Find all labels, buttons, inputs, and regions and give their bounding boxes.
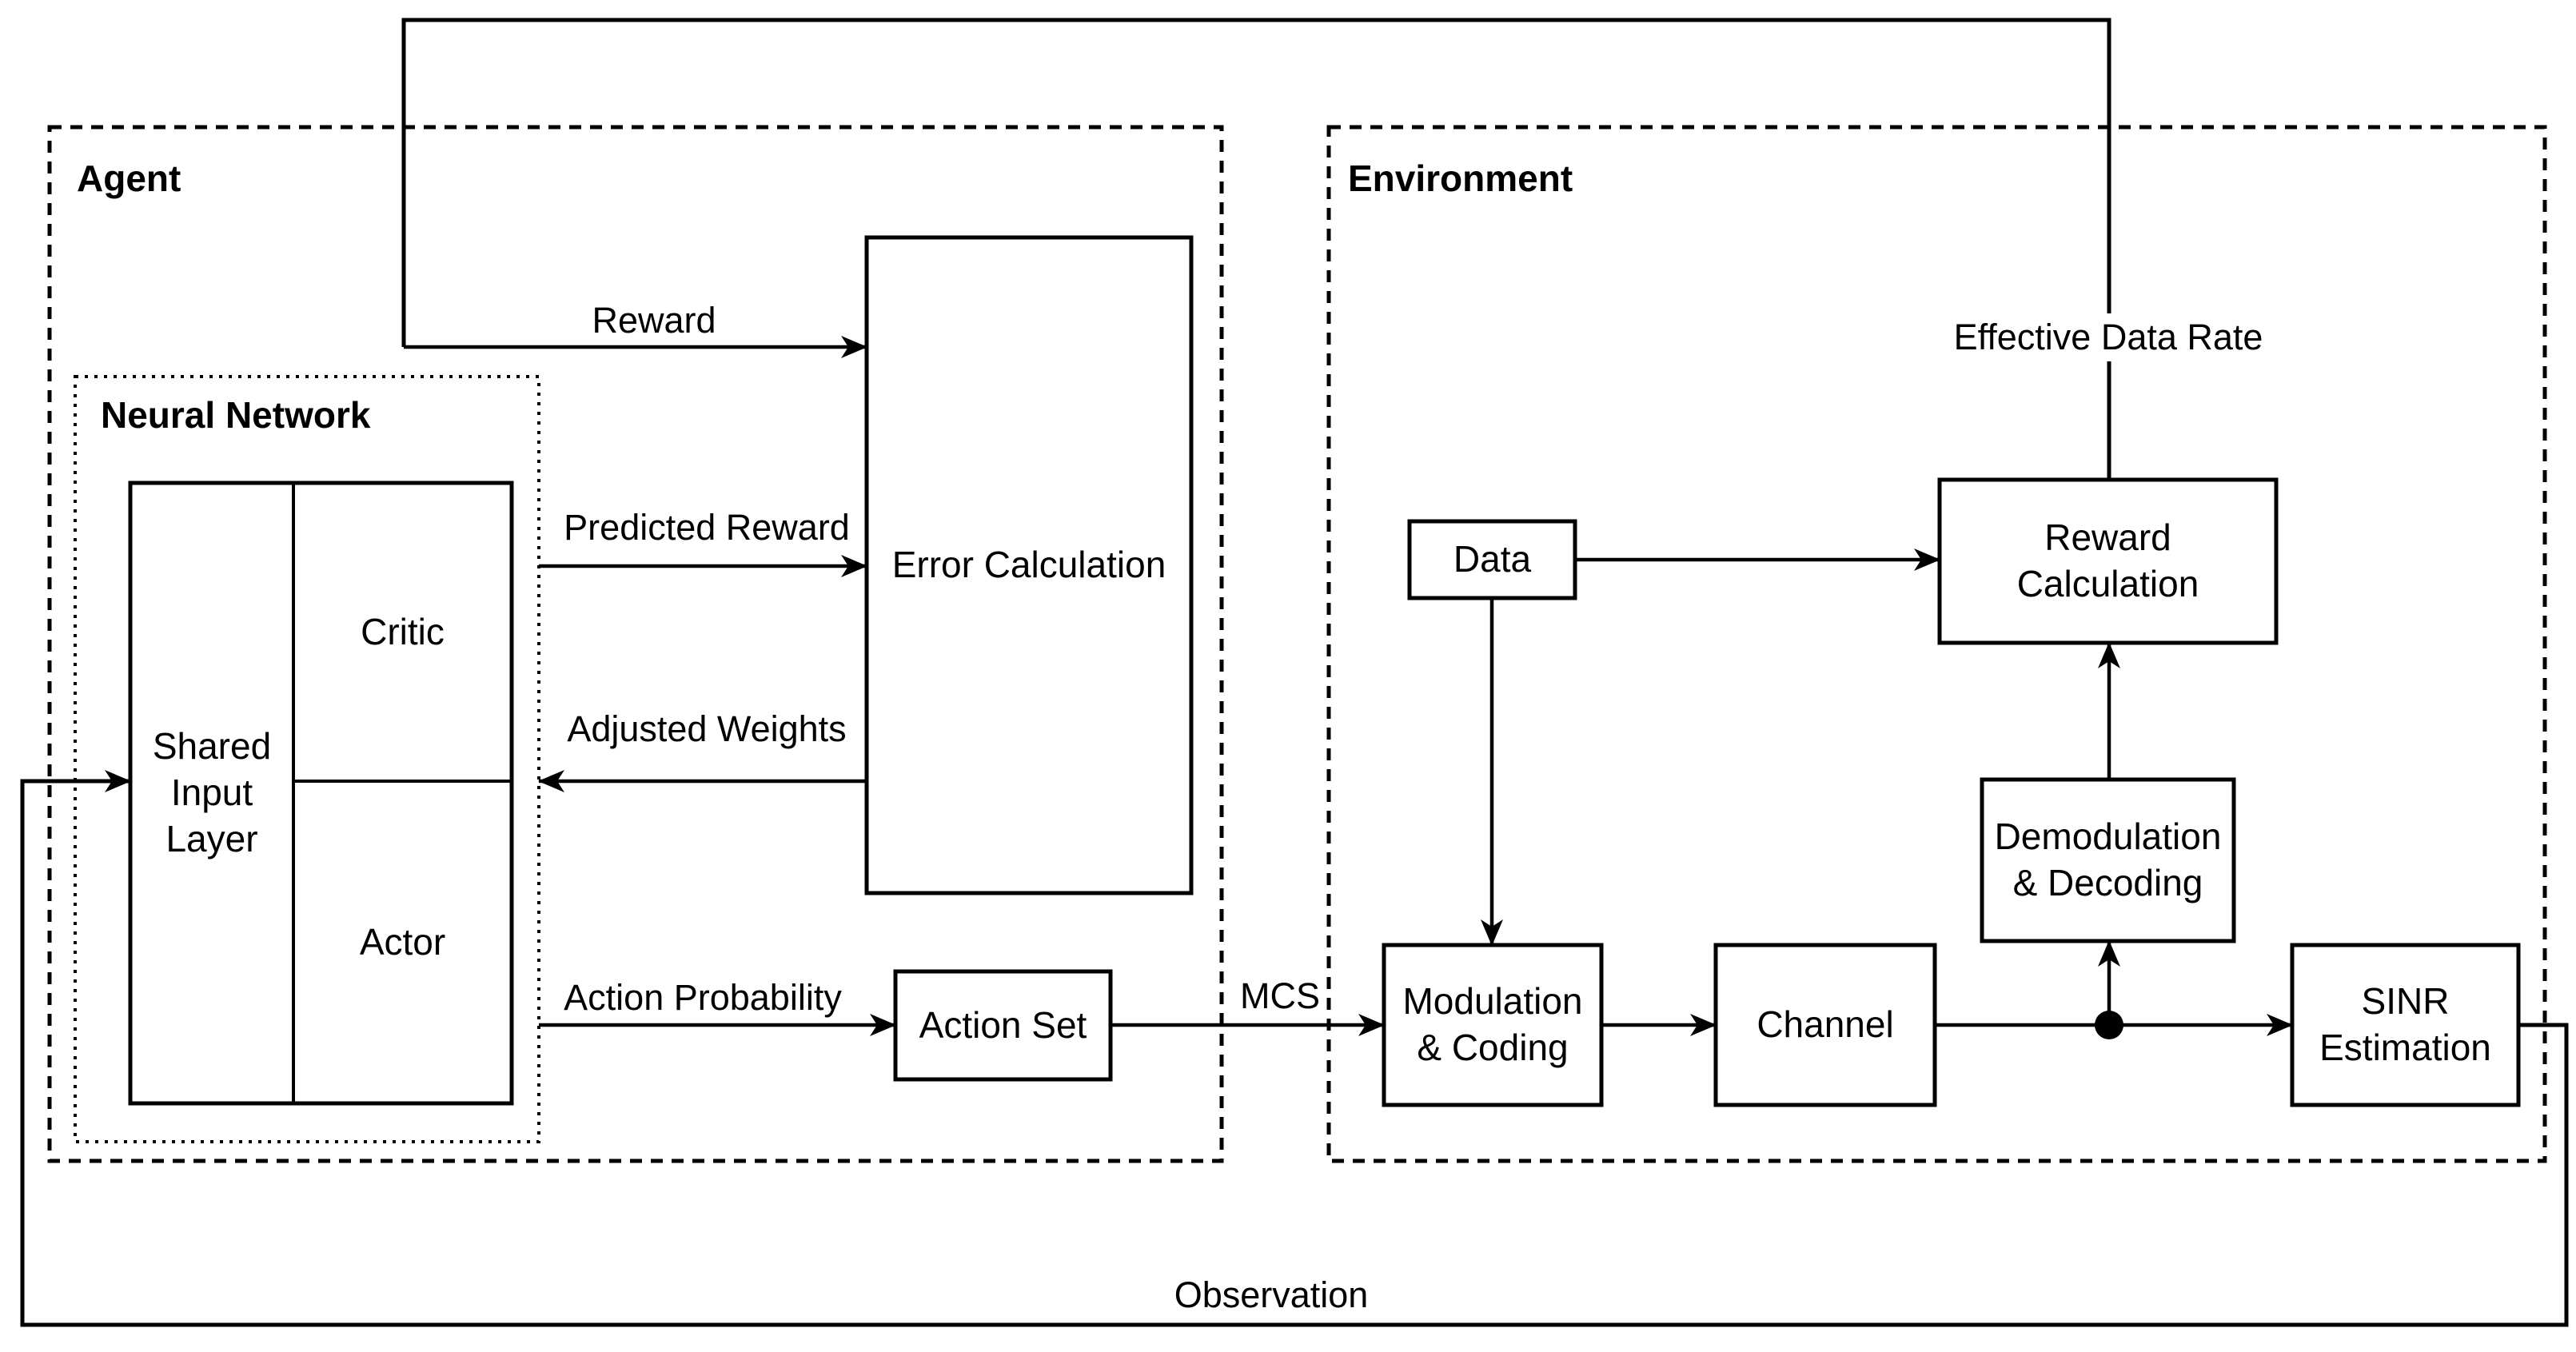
agent-boundary xyxy=(47,125,1224,1163)
mcs-edge-label: MCS xyxy=(1240,975,1320,1016)
predicted-reward-edge-label: Predicted Reward xyxy=(564,507,850,548)
effective-data-rate-edge-label: Effective Data Rate xyxy=(1942,313,2275,361)
action-set-box xyxy=(893,969,1113,1082)
action-probability-edge-label: Action Probability xyxy=(564,977,842,1018)
sinr-estimation-box xyxy=(2290,943,2521,1107)
error-calculation-box xyxy=(864,235,1194,895)
modulation-coding-box xyxy=(1382,943,1604,1107)
reward-edge-label: Reward xyxy=(592,300,716,341)
neural-network-boundary xyxy=(74,375,540,1143)
neural-network-title: Neural Network xyxy=(101,394,371,436)
effective-data-rate-feedback-line xyxy=(401,18,2111,480)
agent-title: Agent xyxy=(77,158,181,199)
neural-network-box xyxy=(128,481,514,1106)
environment-boundary xyxy=(1326,125,2547,1163)
reward-calculation-box xyxy=(1937,477,2279,645)
data-box xyxy=(1407,519,1577,600)
environment-title: Environment xyxy=(1348,158,1573,199)
observation-edge-label: Observation xyxy=(1174,1274,1369,1315)
adjusted-weights-edge-label: Adjusted Weights xyxy=(567,708,847,749)
demodulation-decoding-box xyxy=(1980,777,2236,943)
channel-box xyxy=(1713,943,1937,1107)
observation-feedback-line xyxy=(20,770,2569,1327)
